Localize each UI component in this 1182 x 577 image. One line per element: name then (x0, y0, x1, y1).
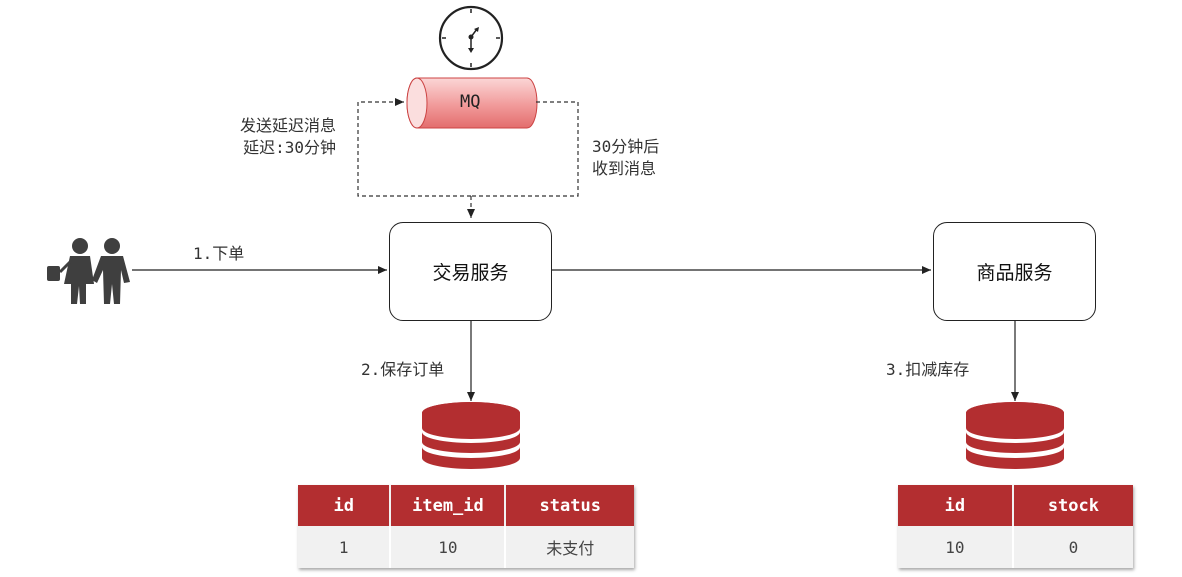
order-item-id-cell: 10 (390, 526, 507, 568)
order-id-cell: 1 (298, 526, 392, 568)
item-service-node: 商品服务 (933, 222, 1096, 321)
mq-label: MQ (460, 92, 481, 112)
send-delay-line-2: 延迟:30分钟 (243, 138, 337, 157)
stock-table-header: id stock (898, 485, 1133, 526)
stock-table: id stock 10 0 (898, 485, 1133, 568)
database-icon (422, 402, 520, 469)
stock-value-cell: 0 (1012, 526, 1133, 568)
deduct-stock-label: 3.扣减库存 (886, 360, 970, 379)
receive-after-line-1: 30分钟后 (592, 137, 660, 156)
column-header-id: id (298, 485, 392, 526)
users-icon (47, 238, 130, 304)
send-delay-line-1: 发送延迟消息 (240, 116, 337, 135)
column-header-id: id (898, 485, 1014, 526)
order-status-cell: 未支付 (505, 526, 634, 568)
order-table-header: id item_id status (298, 485, 634, 526)
receive-after-label: 30分钟后 收到消息 (592, 136, 659, 180)
place-order-label: 1.下单 (193, 244, 245, 263)
message-queue-icon (406, 77, 538, 129)
clock-icon (438, 5, 504, 71)
column-header-item-id: item_id (390, 485, 507, 526)
order-table: id item_id status 1 10 未支付 (298, 485, 634, 568)
table-row: 10 0 (898, 526, 1133, 568)
table-row: 1 10 未支付 (298, 526, 634, 568)
column-header-status: status (505, 485, 634, 526)
delay-message-path (357, 98, 579, 218)
receive-after-line-2: 收到消息 (592, 159, 657, 178)
database-icon (966, 402, 1064, 469)
stock-id-cell: 10 (898, 526, 1014, 568)
save-order-label: 2.保存订单 (361, 360, 445, 379)
send-delay-label: 发送延迟消息 延迟:30分钟 (240, 115, 336, 159)
trade-service-node: 交易服务 (389, 222, 552, 321)
column-header-stock: stock (1012, 485, 1133, 526)
